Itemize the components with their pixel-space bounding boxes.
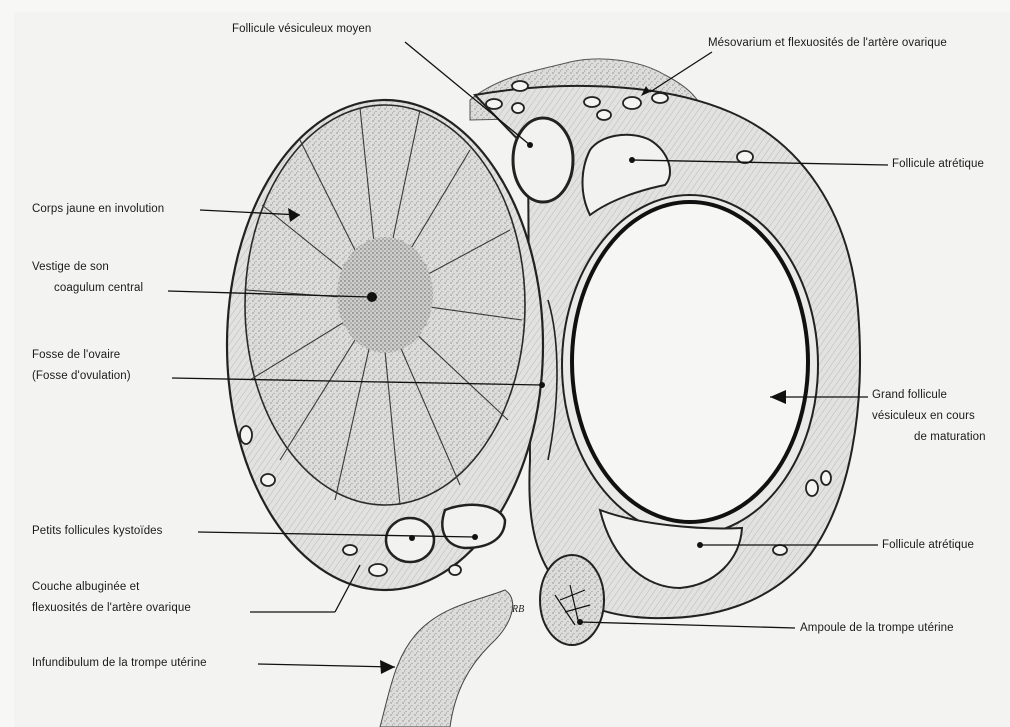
label-vestige: Vestige de son coagulum central [32,260,143,296]
infundibulum-tissue [380,590,513,727]
label-albuginee: Couche albuginée et flexuosités de l'art… [32,580,191,616]
label-albuginee-line1: Couche albuginée et [32,580,191,595]
label-fosse-line1: Fosse de l'ovaire [32,348,131,363]
grand-follicule [572,202,808,522]
label-follicule-atretique-bas: Follicule atrétique [882,538,974,553]
label-ampoule: Ampoule de la trompe utérine [800,621,954,636]
label-follicule-atretique-haut: Follicule atrétique [892,157,984,172]
follicule-moyen [513,118,573,202]
petit-follicule-2 [442,505,505,548]
label-vestige-line1: Vestige de son [32,260,143,275]
artist-signature: RB [512,604,524,615]
label-grand-follicule: Grand follicule vésiculeux en cours de m… [872,388,986,445]
label-grand-line3: de maturation [872,430,986,445]
label-infundibulum: Infundibulum de la trompe utérine [32,656,207,671]
label-grand-line1: Grand follicule [872,388,986,403]
label-albuginee-line2: flexuosités de l'artère ovarique [32,601,191,616]
label-petits-follicules: Petits follicules kystoïdes [32,524,163,539]
label-fosse-line2: (Fosse d'ovulation) [32,369,131,384]
label-corps-jaune: Corps jaune en involution [32,202,164,217]
label-fosse: Fosse de l'ovaire (Fosse d'ovulation) [32,348,131,384]
coagulum-central [337,237,433,353]
label-mesovarium: Mésovarium et flexuosités de l'artère ov… [708,36,947,51]
ampoule-trompe [540,555,604,645]
label-follicule-moyen: Follicule vésiculeux moyen [232,22,371,37]
label-vestige-line2: coagulum central [32,281,143,296]
label-grand-line2: vésiculeux en cours [872,409,986,424]
